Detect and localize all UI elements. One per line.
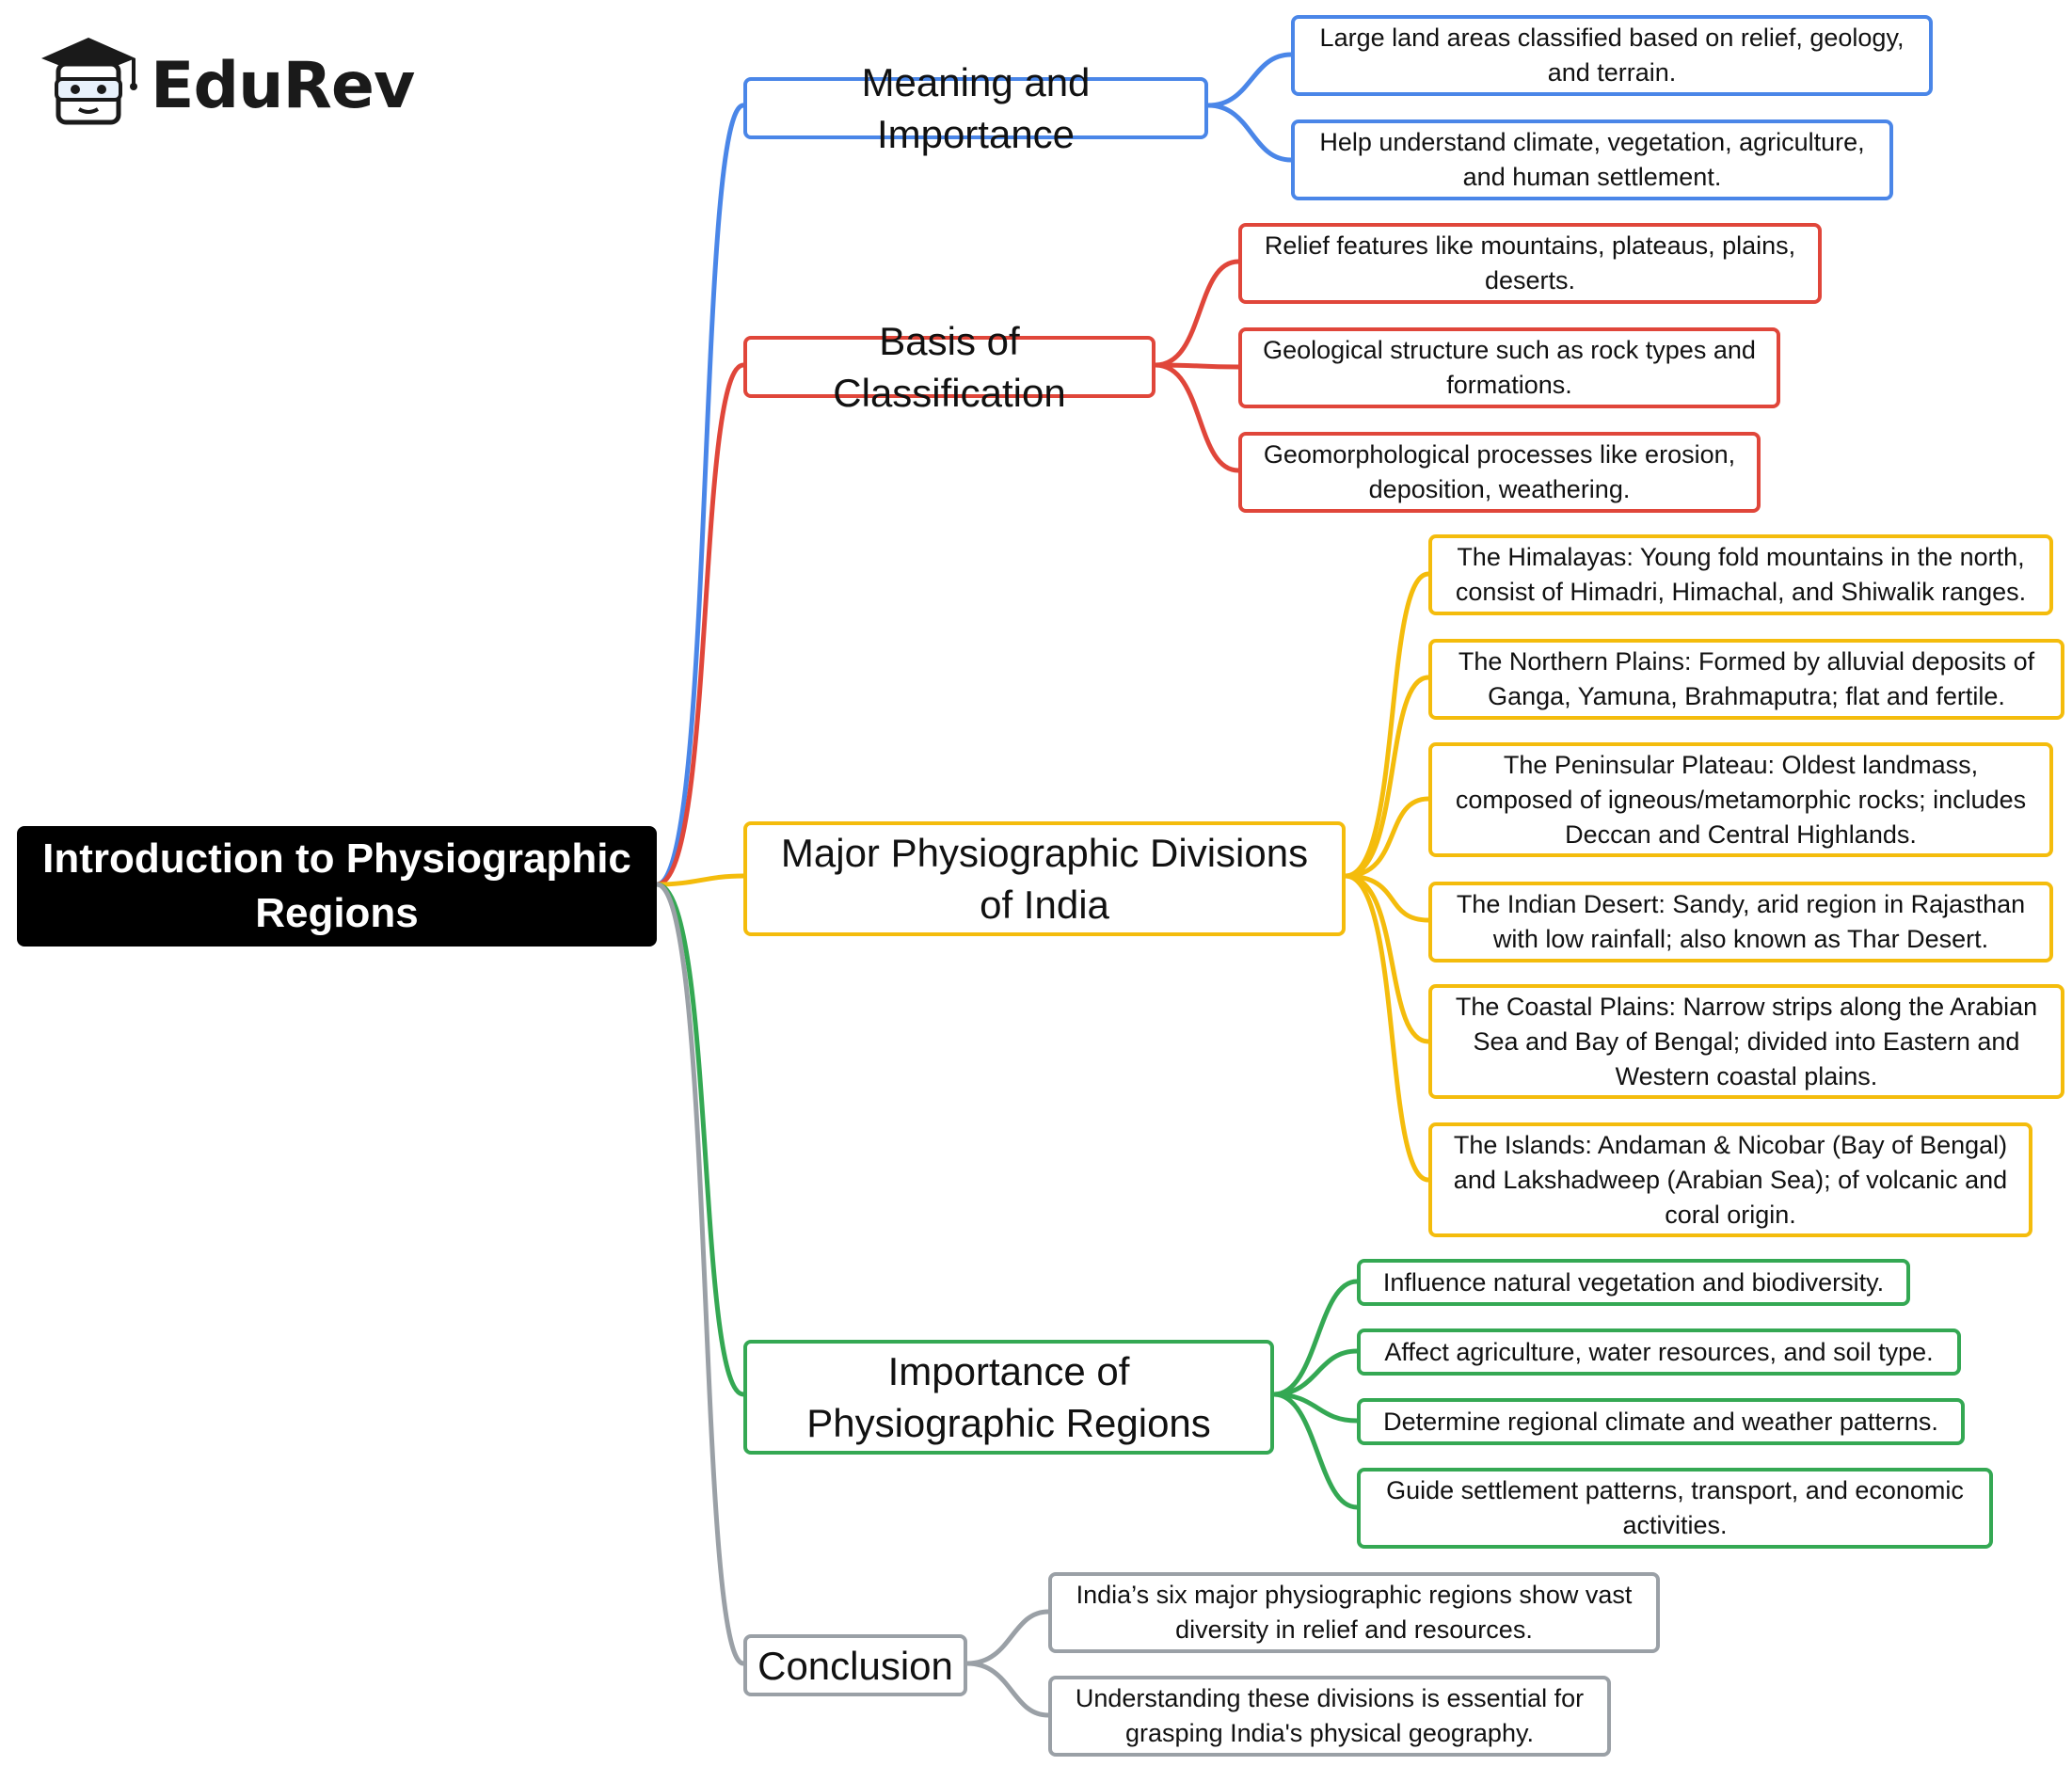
connector-meaning-leaf-2 <box>1207 103 1292 163</box>
branch-conclusion: Conclusion <box>743 1634 967 1696</box>
connector-divisions-leaf-6 <box>1345 873 1429 1183</box>
connector-root-basis <box>656 362 744 887</box>
leaf-meaning-1: Large land areas classified based on rel… <box>1291 15 1933 96</box>
leaf-meaning-2: Help understand climate, vegetation, agr… <box>1291 119 1893 200</box>
leaf-basis-2: Geological structure such as rock types … <box>1238 327 1780 408</box>
leaf-conclusion-2: Understanding these divisions is essenti… <box>1048 1676 1611 1757</box>
leaf-divisions-himalayas: The Himalayas: Young fold mountains in t… <box>1428 534 2053 615</box>
connector-divisions-leaf-3 <box>1345 796 1429 879</box>
connector-importance-leaf-1 <box>1273 1279 1358 1397</box>
branch-meaning-and-importance: Meaning and Importance <box>743 60 1208 156</box>
connector-meaning-leaf-1 <box>1207 52 1292 108</box>
connector-conclusion-leaf-2 <box>966 1661 1049 1718</box>
connector-basis-leaf-1 <box>1155 259 1239 368</box>
branch-basis-of-classification: Basis of Classification <box>743 319 1156 415</box>
leaf-basis-3: Geomorphological processes like erosion,… <box>1238 432 1761 513</box>
connector-root-meaning <box>656 103 745 887</box>
connector-divisions-leaf-4 <box>1345 873 1429 923</box>
leaf-importance-4: Guide settlement patterns, transport, an… <box>1357 1468 1993 1549</box>
leaf-divisions-peninsular-plateau: The Peninsular Plateau: Oldest landmass,… <box>1428 742 2053 857</box>
connector-root-conclusion <box>656 882 745 1666</box>
leaf-conclusion-1: India’s six major physiographic regions … <box>1048 1572 1660 1653</box>
leaf-importance-1: Influence natural vegetation and biodive… <box>1357 1259 1910 1306</box>
leaf-divisions-indian-desert: The Indian Desert: Sandy, arid region in… <box>1428 882 2053 963</box>
leaf-divisions-coastal-plains: The Coastal Plains: Narrow strips along … <box>1428 984 2064 1099</box>
branch-major-physiographic-divisions: Major Physiographic Divisions of India <box>743 821 1346 936</box>
connector-conclusion-leaf-1 <box>966 1609 1049 1666</box>
connector-importance-leaf-4 <box>1273 1392 1358 1510</box>
leaf-basis-1: Relief features like mountains, plateaus… <box>1238 223 1822 304</box>
brand-name: EduRev <box>151 49 415 123</box>
leaf-divisions-northern-plains: The Northern Plains: Formed by alluvial … <box>1428 639 2064 720</box>
connector-root-importance <box>656 882 744 1397</box>
branch-importance-of-physiographic-regions: Importance of Physiographic Regions <box>743 1340 1274 1455</box>
connector-divisions-leaf-5 <box>1345 873 1429 1044</box>
connector-importance-leaf-2 <box>1273 1348 1358 1397</box>
graduation-cap-icon <box>41 38 137 125</box>
leaf-importance-2: Affect agriculture, water resources, and… <box>1357 1328 1961 1376</box>
connector-divisions-leaf-1 <box>1345 571 1429 879</box>
leaf-divisions-islands: The Islands: Andaman & Nicobar (Bay of B… <box>1428 1122 2032 1237</box>
connector-divisions-leaf-2 <box>1345 675 1429 879</box>
root-topic: Introduction to Physiographic Regions <box>17 826 657 947</box>
leaf-importance-3: Determine regional climate and weather p… <box>1357 1398 1965 1445</box>
connector-basis-leaf-2 <box>1155 362 1239 370</box>
connector-root-divisions <box>656 873 744 887</box>
connector-basis-leaf-3 <box>1155 362 1239 473</box>
